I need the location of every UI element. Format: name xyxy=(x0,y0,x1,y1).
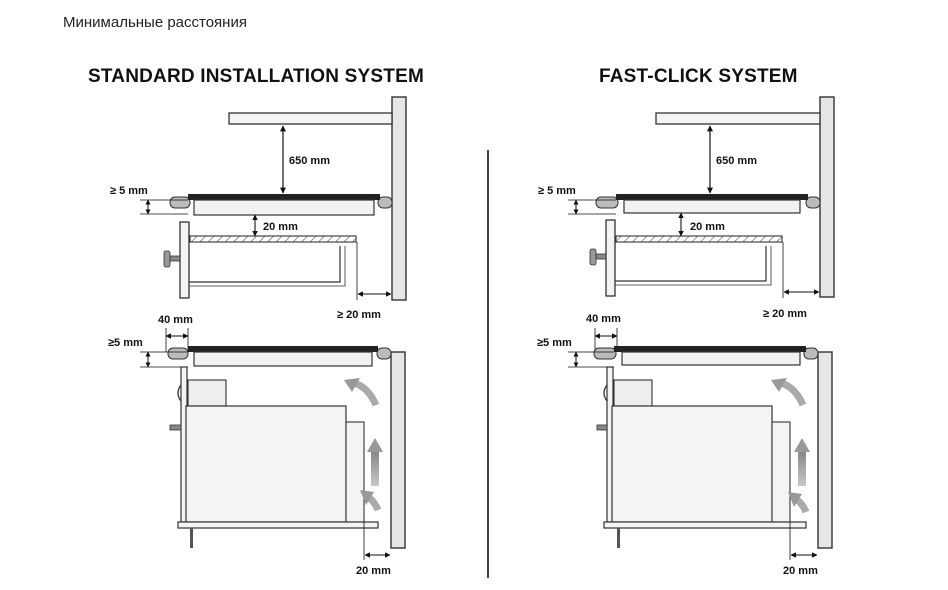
dim-below-gap: 20 mm xyxy=(263,221,298,233)
hob-glass xyxy=(616,194,808,200)
worktop-seal-right xyxy=(803,347,819,360)
dim-side-gap: ≥ 5 mm xyxy=(110,185,148,197)
oven-shelf xyxy=(603,521,807,529)
oven-body xyxy=(611,405,773,523)
hob-body xyxy=(623,199,801,214)
airflow-arrow xyxy=(788,492,802,507)
drawer-panel xyxy=(189,235,357,243)
airflow-arrow xyxy=(360,490,374,505)
hob-body xyxy=(193,351,373,367)
dim-front-gap: 40 mm xyxy=(158,314,193,326)
oven-control-panel xyxy=(613,379,653,407)
drawer-front xyxy=(179,221,190,299)
worktop-seal-left xyxy=(167,347,189,360)
fast-click-top-view: 650 mm ≥ 5 mm 20 mm ≥ 20 mm xyxy=(538,96,835,320)
worktop-seal-right xyxy=(805,196,821,209)
dim-front-gap: 40 mm xyxy=(586,313,621,325)
system-title-fast-click: FAST-CLICK SYSTEM xyxy=(599,66,798,87)
hob-glass xyxy=(188,346,378,352)
system-title-standard: STANDARD INSTALLATION SYSTEM xyxy=(88,66,424,87)
oven-back xyxy=(345,421,365,523)
airflow-arrow xyxy=(344,378,360,392)
dim-rear-gap: ≥ 20 mm xyxy=(763,308,807,320)
drawer-panel xyxy=(615,235,783,243)
wall xyxy=(819,96,835,298)
dim-side-gap: ≥5 mm xyxy=(108,337,143,349)
worktop-seal-right xyxy=(376,347,392,360)
worktop-seal-left xyxy=(595,196,619,209)
drawer-handle xyxy=(163,250,171,268)
dim-side-gap: ≥ 5 mm xyxy=(538,185,576,197)
hob-glass xyxy=(188,194,380,200)
page-heading: Минимальные расстояния xyxy=(63,14,247,31)
standard-oven-view: 40 mm ≥5 mm 20 mm xyxy=(108,314,406,577)
oven-body xyxy=(185,405,347,523)
oven-handle xyxy=(169,424,182,431)
dim-rear-gap: ≥ 20 mm xyxy=(337,309,381,321)
drawer-handle xyxy=(589,248,597,266)
hob-body xyxy=(193,199,375,216)
hood xyxy=(655,112,821,125)
oven-handle xyxy=(596,424,608,431)
oven-shelf xyxy=(177,521,379,529)
airflow-arrow xyxy=(794,438,810,452)
worktop-seal-left xyxy=(593,347,617,360)
hob-glass xyxy=(614,346,806,352)
wall xyxy=(390,351,406,549)
dim-below-gap: 20 mm xyxy=(690,221,725,233)
standard-top-view: 650 mm ≥ 5 mm 20 mm ≥ 20 mm xyxy=(110,96,407,321)
fast-click-oven-view: 40 mm ≥5 mm 20 mm xyxy=(537,313,833,577)
hood xyxy=(228,112,393,125)
oven-back xyxy=(771,421,791,523)
hob-body xyxy=(621,351,801,366)
wall xyxy=(817,351,833,549)
worktop-seal-right xyxy=(377,196,393,209)
wall xyxy=(391,96,407,301)
worktop-seal-left xyxy=(169,196,191,209)
oven-control-panel xyxy=(187,379,227,407)
dim-rear-gap: 20 mm xyxy=(783,565,818,577)
airflow-arrow xyxy=(771,378,787,392)
airflow-arrow xyxy=(367,438,383,452)
dim-hood-gap: 650 mm xyxy=(716,155,757,167)
dim-rear-gap: 20 mm xyxy=(356,565,391,577)
dim-side-gap: ≥5 mm xyxy=(537,337,572,349)
drawer-front xyxy=(605,219,616,297)
dim-hood-gap: 650 mm xyxy=(289,155,330,167)
